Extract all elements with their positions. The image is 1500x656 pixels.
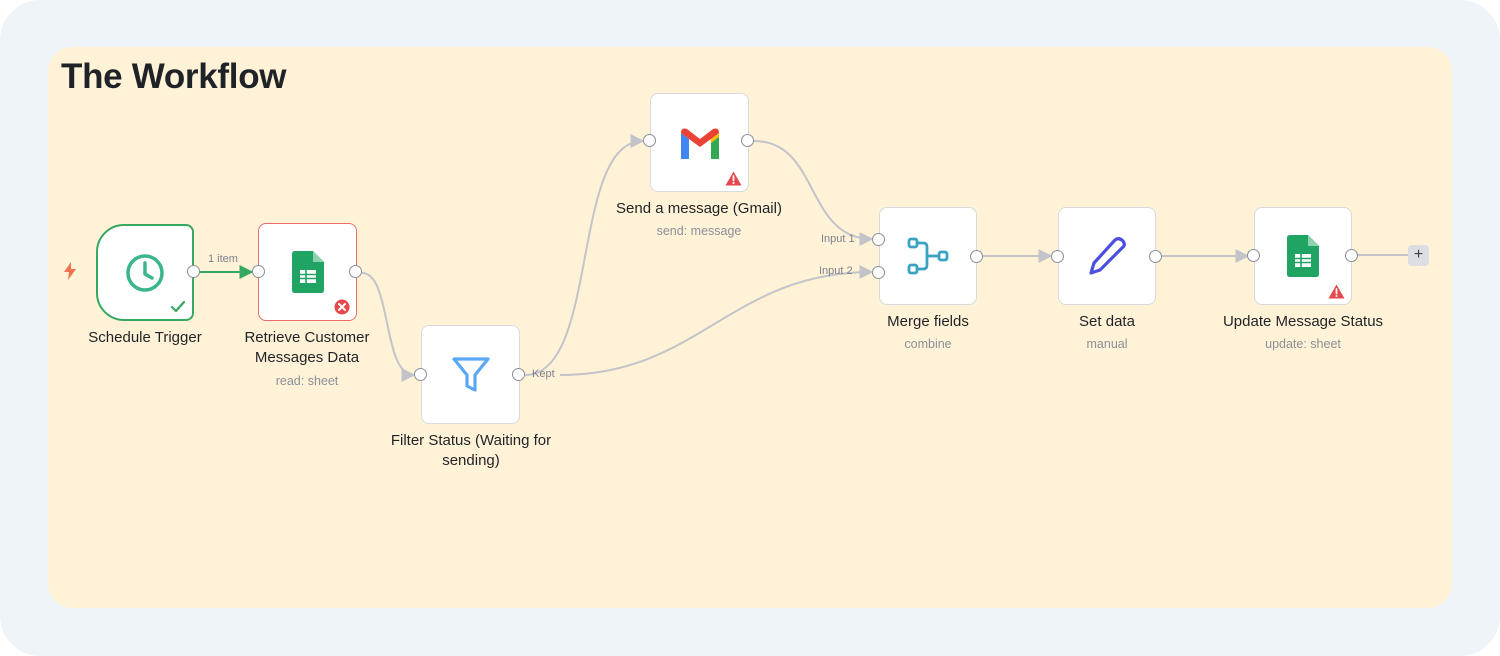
edge-label-item-count: 1 item [208,253,238,265]
edge-label-input-2: Input 2 [819,265,853,277]
node-retrieve-data[interactable] [258,223,357,321]
port-set-in[interactable] [1051,250,1064,263]
port-filter-in[interactable] [414,368,427,381]
node-subtitle-merge-fields: combine [904,337,952,351]
node-schedule-trigger[interactable] [96,224,194,321]
warning-icon [1328,284,1345,299]
port-merge-in-2[interactable] [872,266,885,279]
filter-icon [451,356,490,392]
edge-label-input-1: Input 1 [821,233,855,245]
node-merge-fields[interactable] [879,207,977,305]
port-retrieve-in[interactable] [252,265,265,278]
edge-retrieve-filter[interactable] [361,272,416,382]
error-icon [334,299,350,315]
node-subtitle-send-message: send: message [656,224,742,238]
port-retrieve-out[interactable] [349,265,362,278]
node-label-merge-fields: Merge fields [887,313,969,330]
add-node-button[interactable]: + [1408,245,1429,266]
node-label-filter-status: Filter Status (Waiting for sending) [390,432,552,469]
clock-icon [126,253,164,292]
node-label-update-status: Update Message Status [1222,313,1384,330]
port-update-out[interactable] [1345,249,1358,262]
google-sheets-icon [291,251,324,293]
node-label-schedule-trigger: Schedule Trigger [88,329,202,346]
port-set-out[interactable] [1149,250,1162,263]
node-filter-status[interactable] [421,325,520,424]
success-check-icon [170,300,186,313]
google-sheets-icon [1287,235,1319,277]
node-label-set-data: Set data [1079,313,1135,330]
gmail-icon [680,128,719,159]
node-subtitle-update-status: update: sheet [1265,337,1341,351]
node-label-retrieve-data: Retrieve Customer Messages Data [244,329,370,366]
warning-icon [725,171,742,186]
pen-icon [1089,237,1126,275]
node-send-message[interactable] [650,93,749,192]
port-trigger-out[interactable] [187,265,200,278]
merge-icon [907,237,949,275]
node-update-status[interactable] [1254,207,1352,305]
port-gmail-in[interactable] [643,134,656,147]
node-label-send-message: Send a message (Gmail) [616,200,782,217]
node-subtitle-set-data: manual [1086,337,1128,351]
edge-filter-merge[interactable] [559,265,874,376]
port-update-in[interactable] [1247,249,1260,262]
edge-gmail-merge[interactable] [753,140,874,246]
node-subtitle-retrieve-data: read: sheet [275,374,339,388]
trigger-bolt-icon [64,262,76,280]
port-filter-out[interactable] [512,368,525,381]
page-title: The Workflow [61,57,287,96]
port-merge-out[interactable] [970,250,983,263]
edge-label-kept: Kept [532,368,555,380]
port-gmail-out[interactable] [741,134,754,147]
port-merge-in-1[interactable] [872,233,885,246]
node-set-data[interactable] [1058,207,1156,305]
edge-filter-gmail[interactable] [524,134,645,376]
